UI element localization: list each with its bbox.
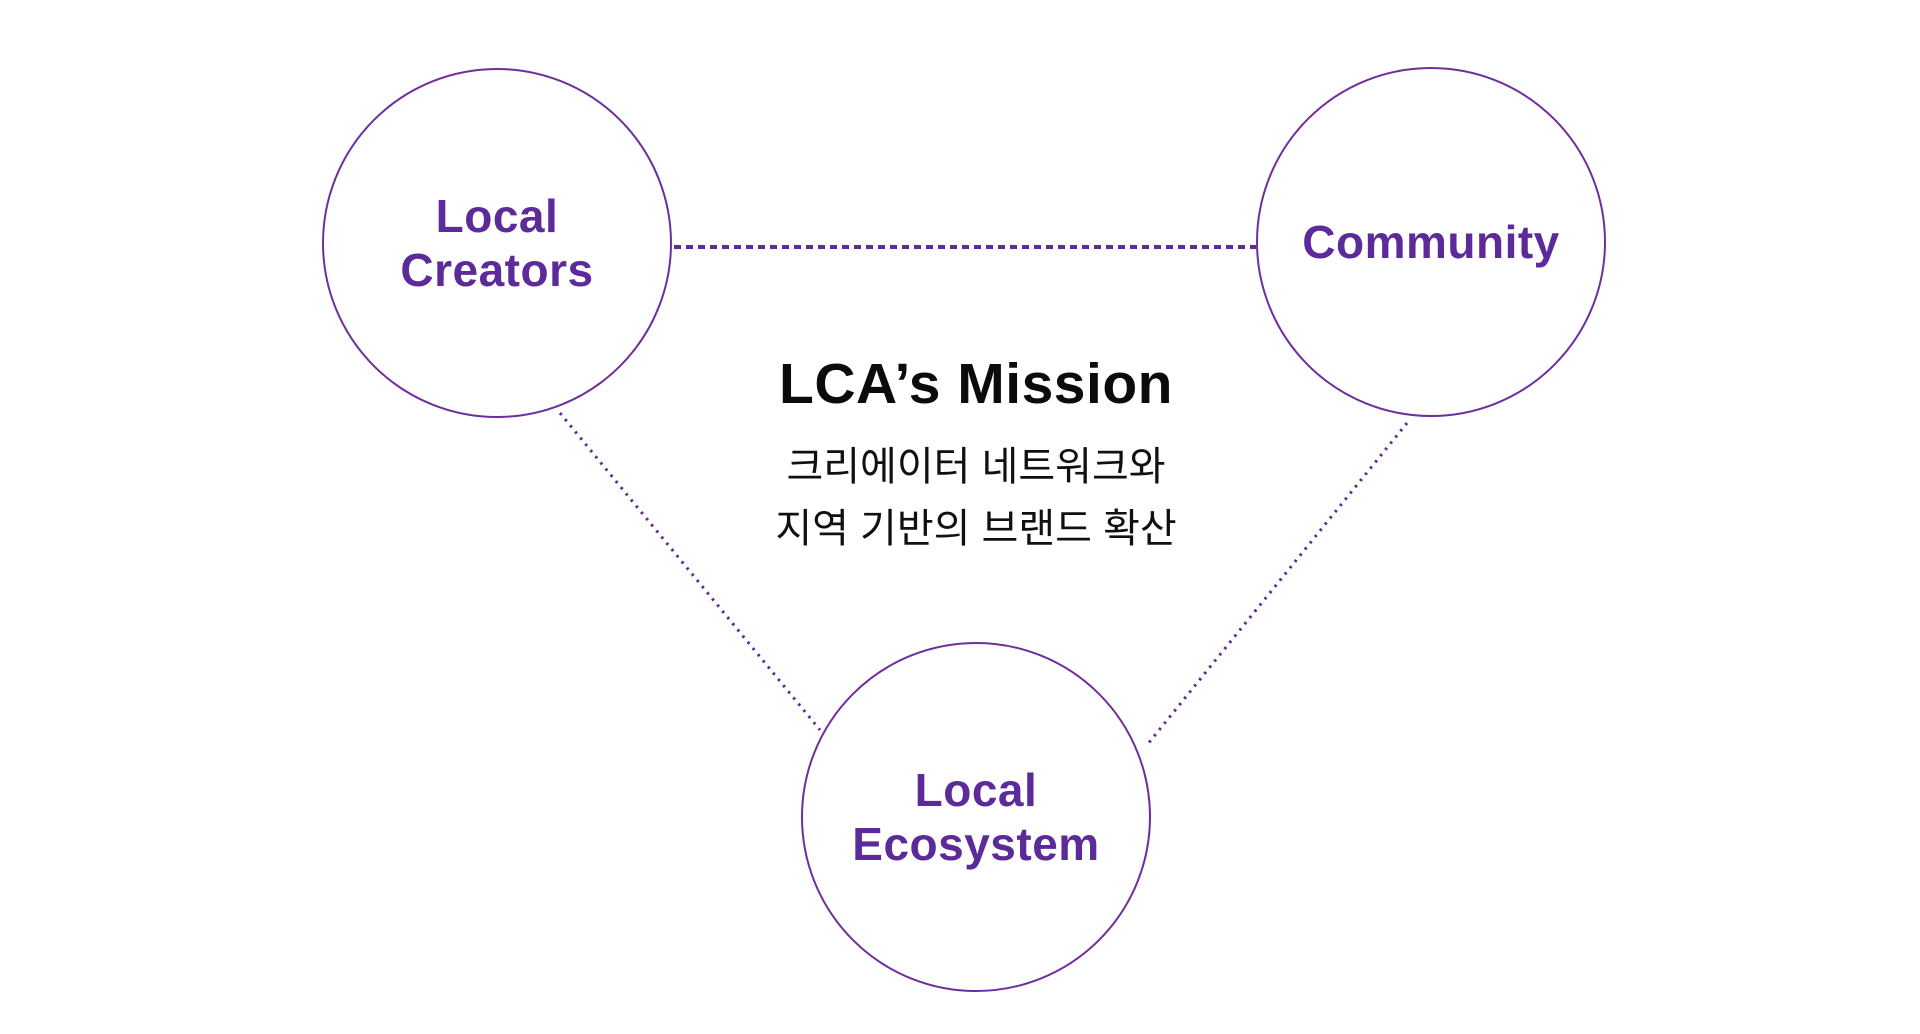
node-local-ecosystem-label: Local Ecosystem	[852, 763, 1100, 870]
mission-subtitle: 크리에이터 네트워크와 지역 기반의 브랜드 확산	[775, 444, 1177, 551]
node-local-creators-label: Local Creators	[400, 189, 594, 296]
node-community: Community	[1256, 67, 1606, 417]
mission-title: LCA’s Mission	[779, 352, 1173, 416]
mission-block: LCA’s Mission 크리에이터 네트워크와 지역 기반의 브랜드 확산	[676, 352, 1276, 560]
node-local-creators: Local Creators	[322, 68, 672, 418]
node-local-ecosystem: Local Ecosystem	[801, 642, 1151, 992]
node-community-label: Community	[1302, 215, 1560, 268]
